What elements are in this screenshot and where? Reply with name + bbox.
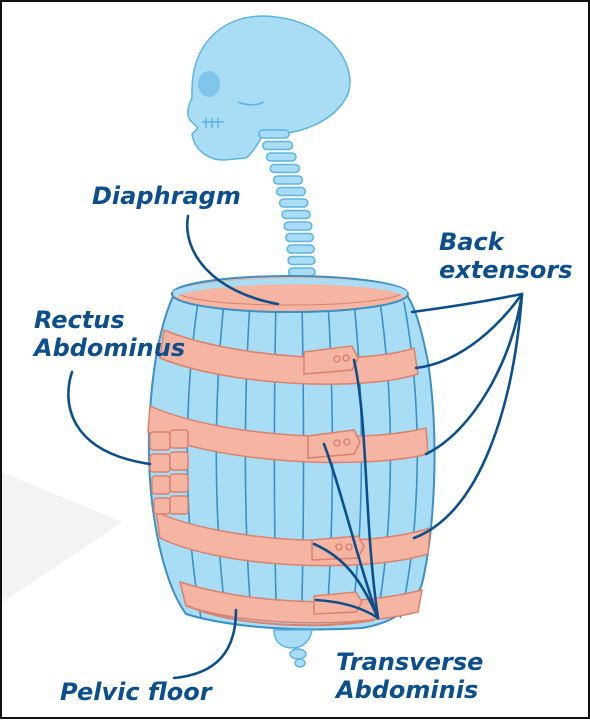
back-leader-3 — [426, 294, 522, 454]
label-back-extensors-line2: extensors — [439, 256, 573, 284]
back-leader-1 — [412, 294, 522, 312]
background-watermark — [2, 472, 122, 602]
label-rectus-line1: Rectus — [34, 306, 185, 334]
label-transverse-line2: Abdominis — [336, 676, 483, 704]
tailbone-icon — [274, 630, 312, 667]
label-rectus-line2: Abdominus — [34, 334, 185, 362]
label-back-extensors-line1: Back — [439, 228, 573, 256]
label-pelvic-floor: Pelvic floor — [60, 678, 212, 706]
label-back-extensors: Back extensors — [439, 228, 573, 284]
barrel-icon — [148, 276, 435, 629]
label-transverse-abdominis: Transverse Abdominis — [336, 648, 483, 704]
back-leader-2 — [416, 294, 522, 368]
label-rectus-abdominus: Rectus Abdominus — [34, 306, 185, 362]
label-diaphragm: Diaphragm — [92, 182, 241, 210]
spine-icon — [259, 130, 315, 299]
rectus-leader — [68, 372, 150, 464]
label-transverse-line1: Transverse — [336, 648, 483, 676]
